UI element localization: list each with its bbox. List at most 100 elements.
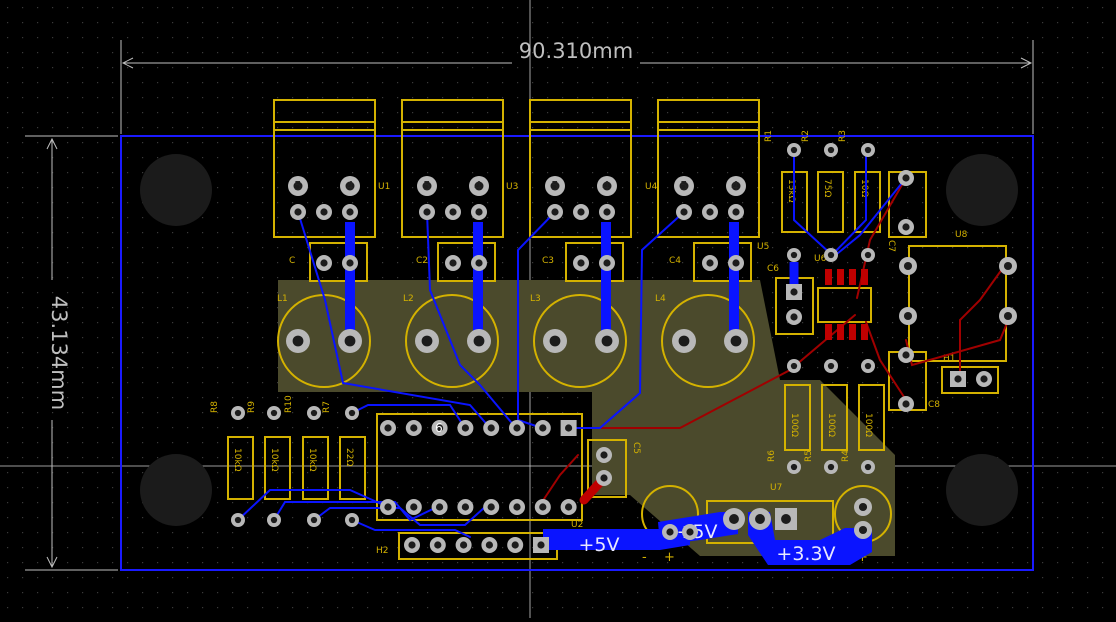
label-l3: L3 <box>530 294 541 304</box>
u4-footprint <box>529 99 632 238</box>
pad-reg3-a-hole <box>680 208 688 216</box>
pad-u2-top-4-hole <box>487 424 495 432</box>
label-u2: U2 <box>571 520 583 530</box>
pad-label-u3-5: 5 <box>423 179 431 193</box>
value-r3: 10Ω <box>859 179 869 197</box>
pad-c8-b-hole <box>902 400 910 408</box>
pad-rtop-top-0-hole <box>790 146 798 154</box>
pad-reg1-5-hole <box>422 181 432 191</box>
pad-reg3-c-hole <box>732 208 740 216</box>
mounting-holes[interactable] <box>140 154 1018 526</box>
pad-reg0-c-hole <box>346 208 354 216</box>
pad-h2-0-hole <box>408 541 416 549</box>
pad-reg3-4-hole <box>731 181 741 191</box>
pad-u2-bot-6-hole <box>539 503 547 511</box>
pad-reg1-4-hole <box>474 181 484 191</box>
pad-cap0-a-hole <box>320 259 328 267</box>
value-r6: 100Ω <box>789 413 799 437</box>
plus3v3-pour[interactable] <box>748 512 872 565</box>
label-h2: H2 <box>376 546 389 556</box>
pad-reg1-c-hole <box>475 208 483 216</box>
label-c7: C7 <box>886 240 896 252</box>
pad-u6-top-0[interactable] <box>825 269 832 285</box>
pad-u8-3-hole <box>903 311 913 321</box>
pad-ind2-a-hole <box>549 335 561 347</box>
pad-rmid-top-0-hole <box>790 362 798 370</box>
pad-label-u2: 6 <box>435 421 443 435</box>
pad-rmid-bot-1-hole <box>827 463 835 471</box>
pad-h2-5-hole <box>537 541 545 549</box>
pad-reg0-4-hole <box>345 181 355 191</box>
plus5v-mid-pour[interactable] <box>658 512 738 545</box>
label-r7: R7 <box>322 401 332 413</box>
pad-c6-b-hole <box>790 313 798 321</box>
pad-u2-top-2-hole <box>436 424 444 432</box>
pad-rleft-bot-0-hole <box>234 516 242 524</box>
pad-u6-bot-3[interactable] <box>861 324 868 340</box>
pad-label-u1-5: 5 <box>294 179 302 193</box>
pad-rtop-bot-0-hole <box>790 251 798 259</box>
label-c8: C8 <box>928 400 940 410</box>
pad-ind2-b-hole <box>601 335 613 347</box>
width-dimension[interactable] <box>120 40 1034 134</box>
pad-u2-top-5-hole <box>513 424 521 432</box>
pad-cap0-b-hole <box>346 259 354 267</box>
pad-u8-4-hole <box>1003 311 1013 321</box>
top-layer-traces[interactable] <box>539 177 1011 506</box>
label-c6: C6 <box>767 264 779 274</box>
label-c1: C <box>289 256 295 266</box>
pad-rmid-top-2-hole <box>864 362 872 370</box>
pad-h2-3-hole <box>485 541 493 549</box>
pad-rtop-top-2-hole <box>864 146 872 154</box>
silkscreen-layer <box>227 99 1007 560</box>
pad-u6-bot-2[interactable] <box>849 324 856 340</box>
net-label-plus5v-left: +5V <box>578 534 619 556</box>
pad-label-u1-4: 4 <box>346 179 354 193</box>
plus5v-left-pour[interactable] <box>543 523 690 550</box>
height-dimension[interactable] <box>25 135 118 571</box>
pad-h2-2-hole <box>460 541 468 549</box>
board-outline[interactable] <box>120 135 1034 571</box>
pad-u2-top-6-hole <box>539 424 547 432</box>
pad-capB-a-hole <box>858 502 868 512</box>
pad-c7-a-hole <box>902 174 910 182</box>
pad-u6-bot-1[interactable] <box>837 324 844 340</box>
pad-u2-bot-5-hole <box>513 503 521 511</box>
pad-u6-top-2[interactable] <box>849 269 856 285</box>
pad-u6-top-3[interactable] <box>861 269 868 285</box>
pad-rmid-bot-0-hole <box>790 463 798 471</box>
designator-labels: U1 U3 U4 U5 C C2 C3 C4 L1 L2 L3 L4 U2 H2… <box>210 130 968 565</box>
pad-cap3-b-hole <box>732 259 740 267</box>
label-c2: C2 <box>416 256 428 266</box>
label-c3: C3 <box>542 256 554 266</box>
pad-rleft-top-3-hole <box>348 409 356 417</box>
pad-u7-1-hole <box>729 514 739 524</box>
label-u6: U6 <box>814 254 827 264</box>
value-r10: 10kΩ <box>307 448 317 472</box>
value-r8: 10kΩ <box>232 448 242 472</box>
pad-h1-2-hole <box>980 375 988 383</box>
pad-reg2-5-hole <box>550 181 560 191</box>
pad-u8-1-hole <box>903 261 913 271</box>
pad-rleft-top-0-hole <box>234 409 242 417</box>
pads-layer[interactable] <box>231 143 1017 553</box>
pad-reg3-b-hole <box>706 208 714 216</box>
pad-u2-top-1-hole <box>410 424 418 432</box>
label-l2: L2 <box>403 294 414 304</box>
label-r6: R6 <box>767 450 777 462</box>
pad-u6-bot-0[interactable] <box>825 324 832 340</box>
pad-c8-a-hole <box>902 351 910 359</box>
pad-h1-1-hole <box>954 375 962 383</box>
u5-footprint <box>657 99 760 238</box>
pad-label-u4-5: 5 <box>551 179 559 193</box>
pad-reg2-b-hole <box>577 208 585 216</box>
pad-cap3-a-hole <box>706 259 714 267</box>
cap-a-minus: - <box>642 550 647 565</box>
pad-u6-top-1[interactable] <box>837 269 844 285</box>
bottom-layer-traces[interactable] <box>237 149 907 538</box>
label-c4: C4 <box>669 256 681 266</box>
pad-label-u4-4: 4 <box>602 179 610 193</box>
net-label-plus3v3: +3.3V <box>776 543 835 565</box>
